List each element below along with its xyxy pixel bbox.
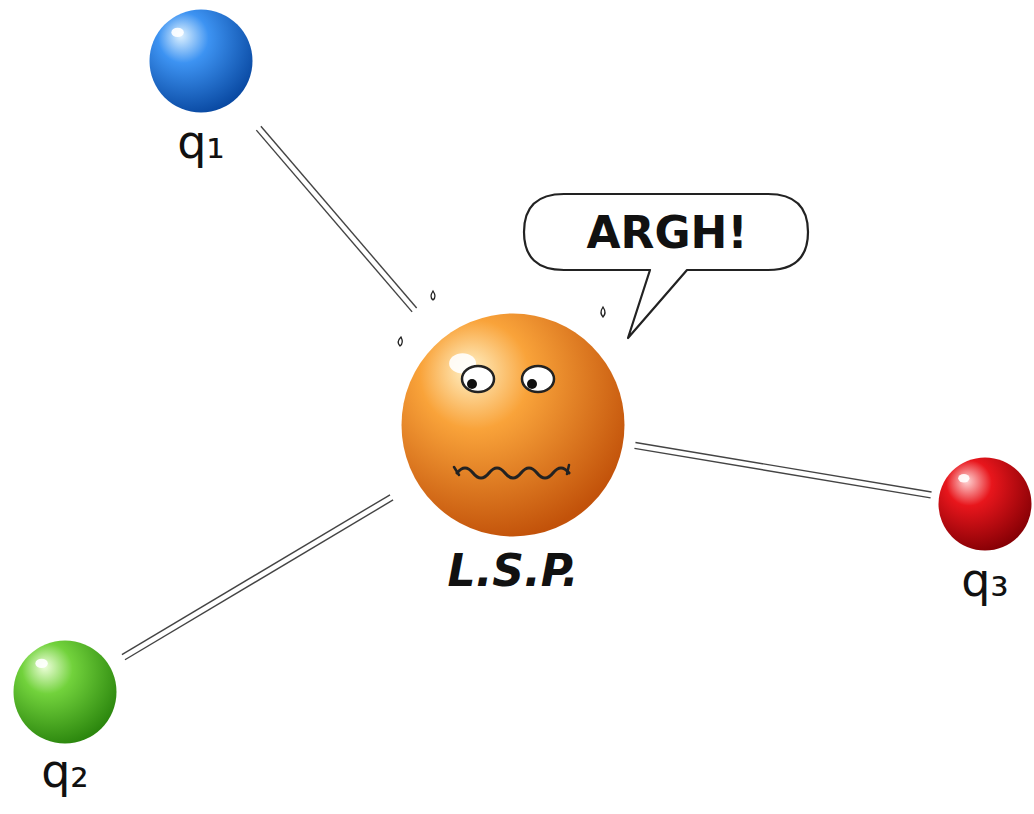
sphere-body (150, 10, 253, 113)
highlight (35, 659, 47, 668)
exclamation: ARGH! (587, 209, 748, 257)
particle-label: q₁ (177, 117, 225, 168)
sphere-body (939, 458, 1032, 551)
line-stroke (634, 448, 930, 498)
line-stroke (256, 130, 412, 312)
particle: L.S.P. (395, 313, 631, 595)
sweat-drop (431, 291, 435, 300)
double-line (634, 442, 931, 497)
particle: q₃ (935, 457, 1034, 606)
sweat-drop (398, 337, 402, 346)
speech-bubble: ARGH! (522, 192, 812, 274)
double-line (122, 495, 393, 660)
highlight (171, 28, 183, 37)
line-stroke (635, 442, 931, 492)
line-stroke (261, 126, 417, 308)
particle: q₁ (146, 9, 256, 168)
particle-label: L.S.P. (448, 547, 579, 595)
sphere (149, 9, 253, 113)
line-stroke (125, 500, 393, 660)
sphere (13, 640, 117, 744)
sphere (938, 457, 1032, 551)
worried-face (454, 366, 569, 478)
sphere-body (14, 641, 117, 744)
particle-label: q₃ (961, 555, 1009, 606)
highlight (958, 474, 969, 482)
particle: q₂ (10, 640, 120, 797)
line-stroke (122, 495, 390, 655)
particle-label: q₂ (41, 746, 89, 797)
double-line (256, 126, 416, 312)
sphere-body (402, 314, 625, 537)
sphere (401, 313, 625, 537)
sweat-drop (601, 307, 605, 317)
